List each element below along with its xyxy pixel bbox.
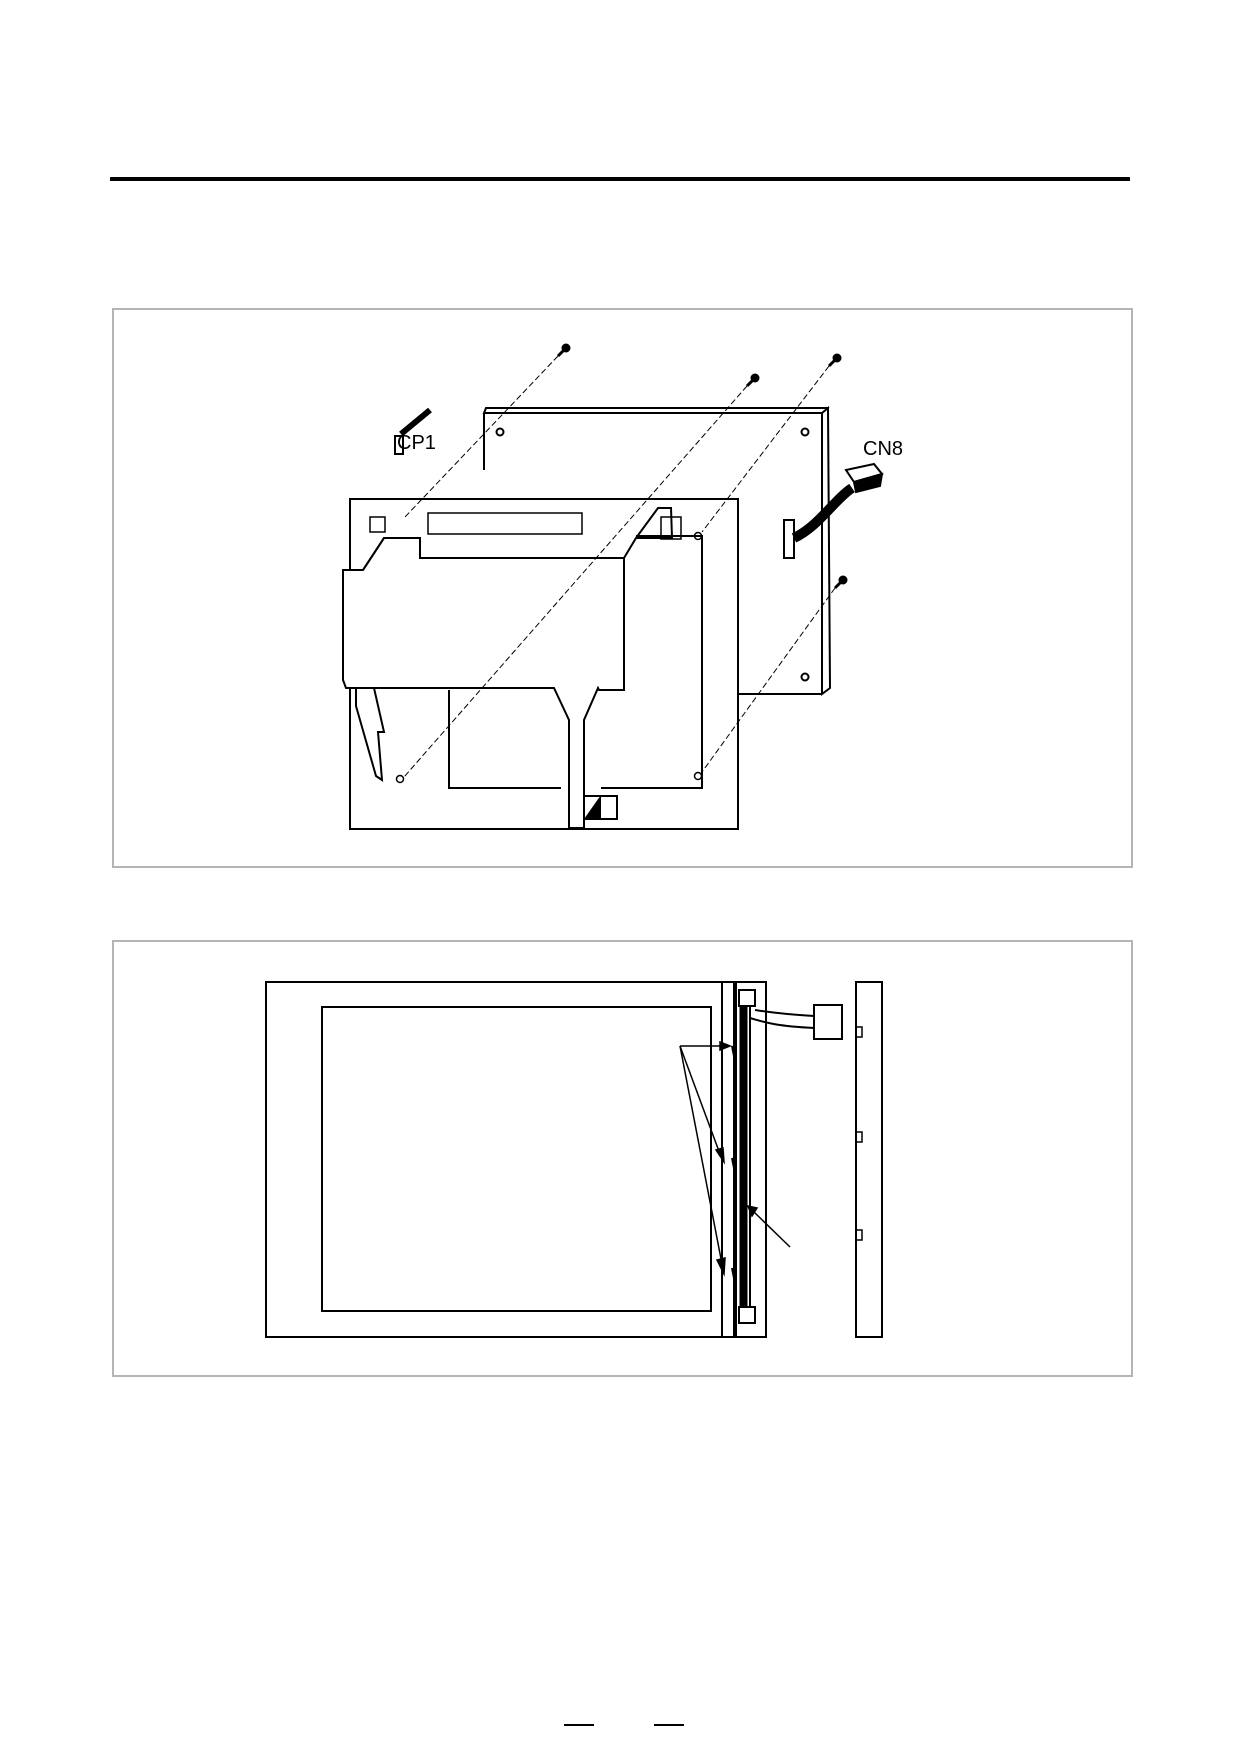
exploded-assembly-drawing (342, 343, 884, 830)
rear-circuit-board (482, 405, 832, 696)
panel-side-view (855, 981, 883, 1338)
cn8-label: CN8 (863, 438, 904, 460)
figure-backlight-unit (112, 940, 1133, 1377)
cn8-cable (783, 462, 884, 559)
alignment-lines (403, 355, 836, 778)
lamp-assembly (731, 989, 843, 1324)
cp1-connector (394, 407, 432, 455)
header-rule (110, 177, 1130, 181)
pointer-arrows (679, 1040, 791, 1277)
backlight-unit-drawing (265, 981, 883, 1338)
cp1-label: CP1 (397, 432, 436, 454)
backlight-sheet (342, 507, 674, 829)
footer-dash-right (654, 1724, 684, 1726)
screws (556, 343, 848, 590)
figure-exploded-assembly: CP1 CN8 (112, 308, 1133, 868)
panel-front-view (265, 981, 767, 1338)
footer-dash-left (564, 1724, 594, 1726)
